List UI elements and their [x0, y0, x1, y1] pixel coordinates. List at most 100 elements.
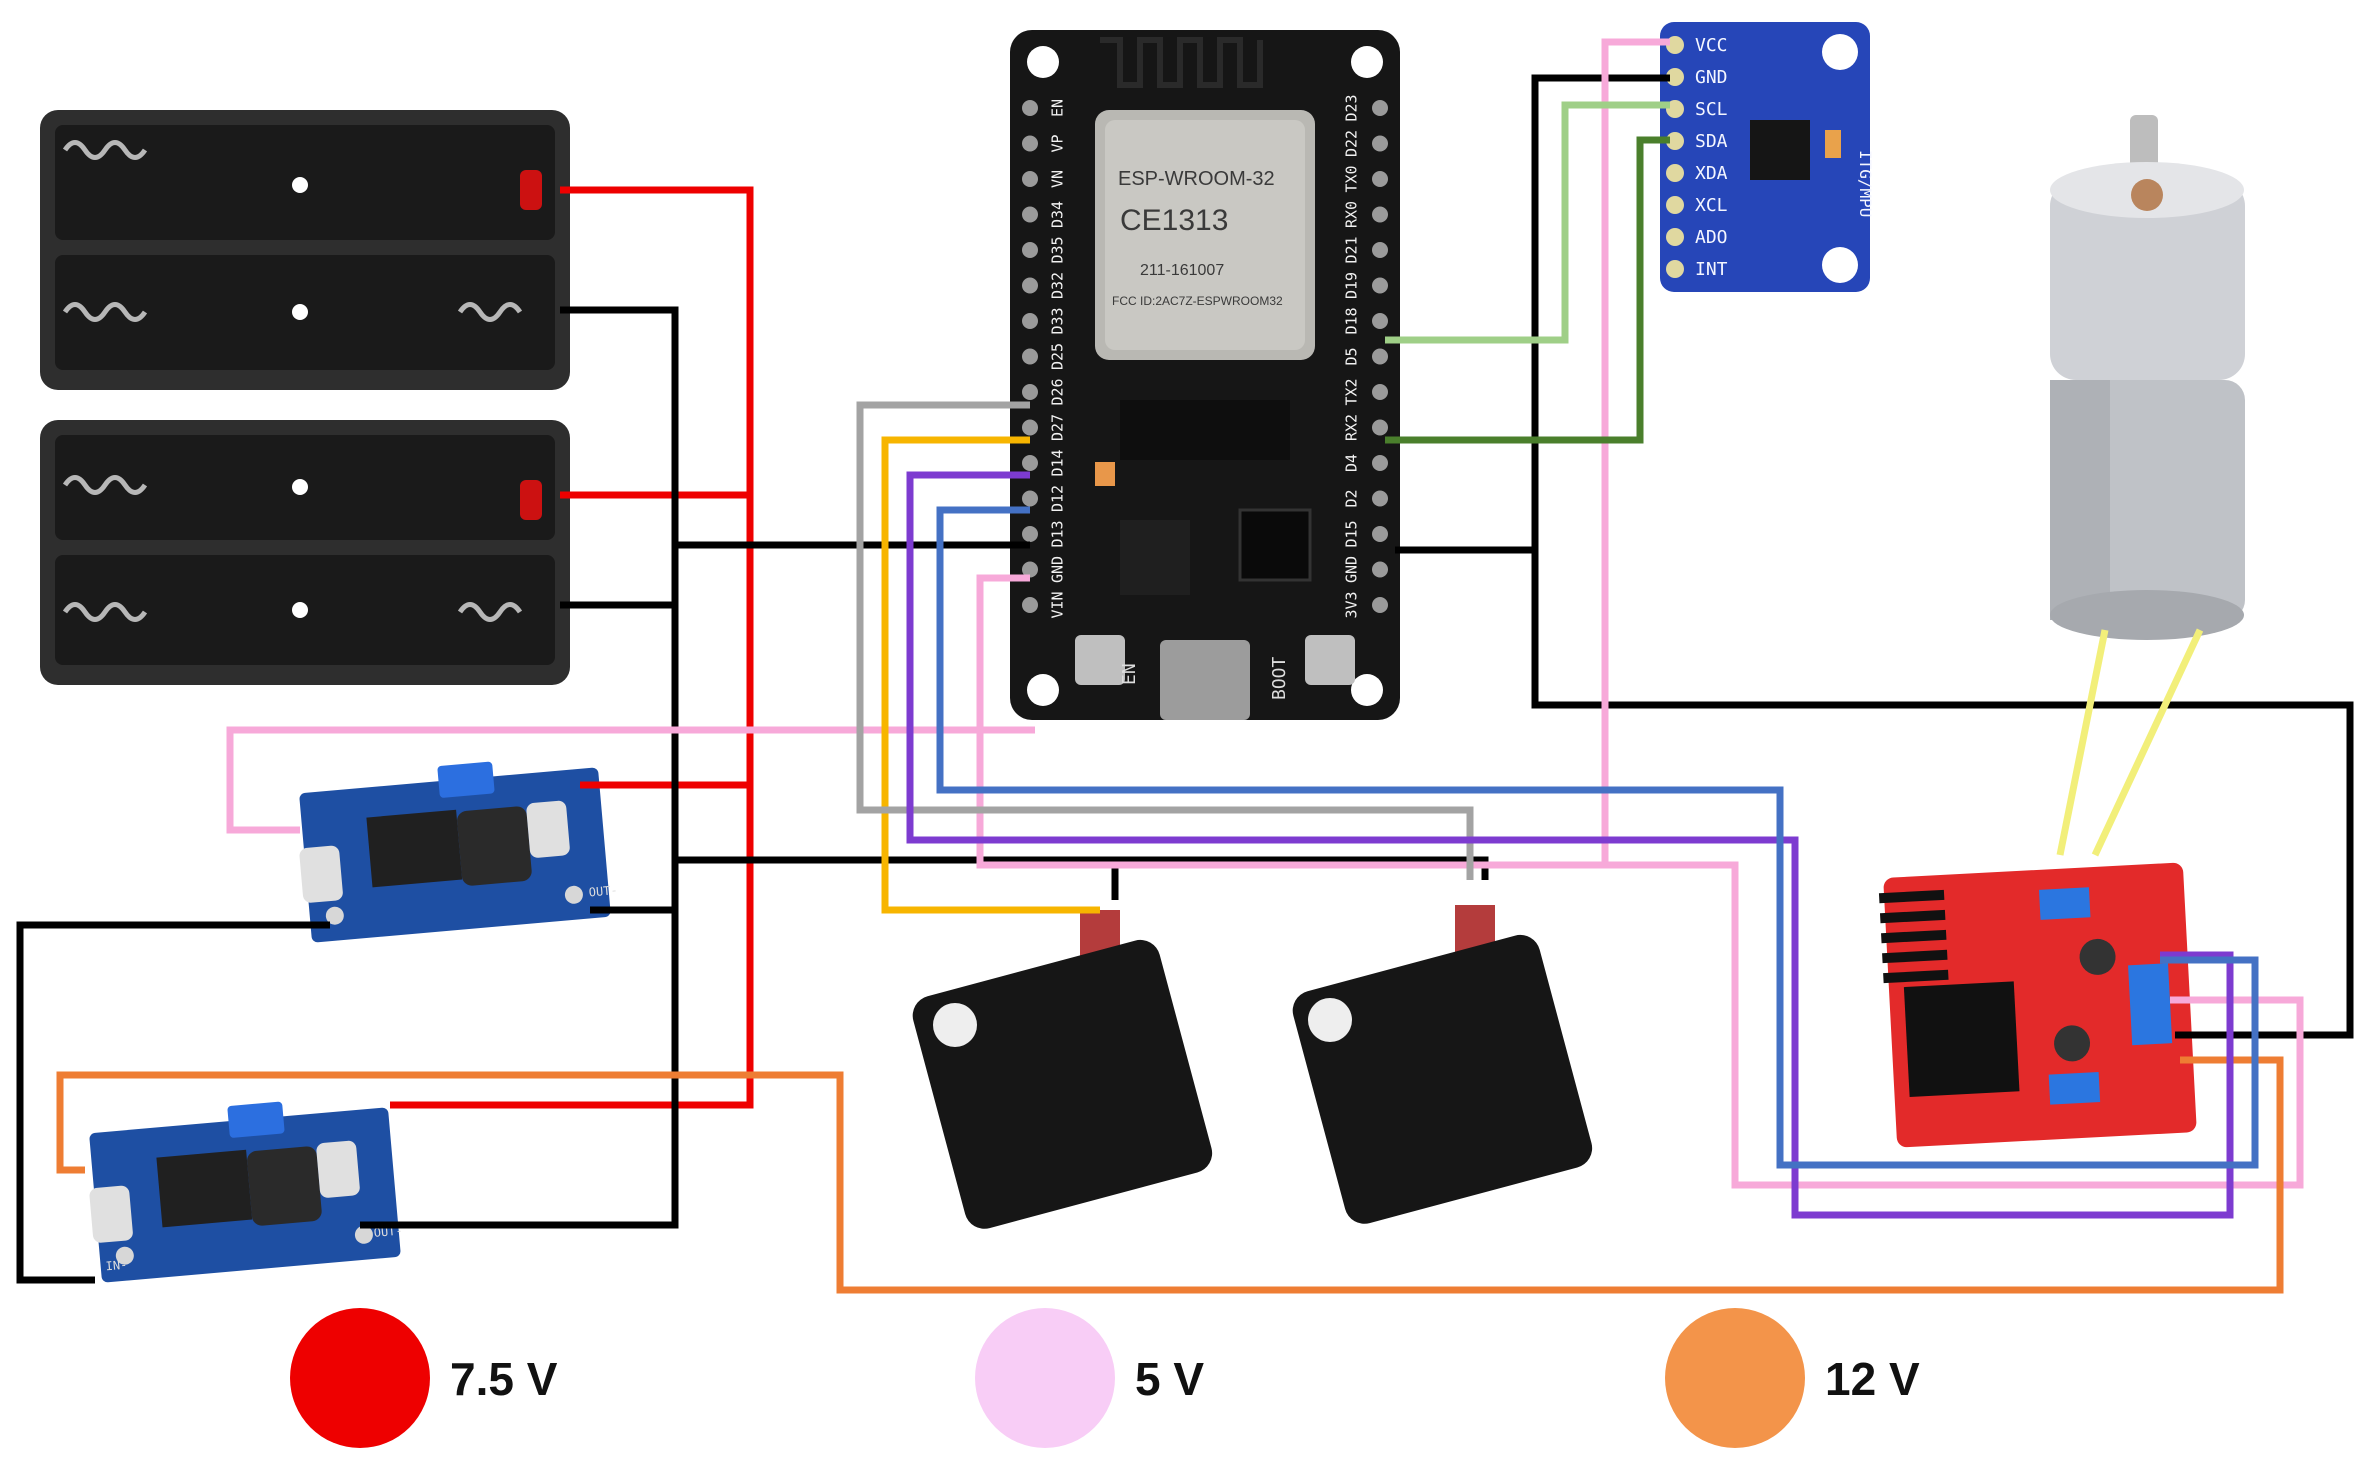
buck-converter-2: IN- OUT-	[89, 1101, 403, 1283]
mpu-pin-label: XDA	[1695, 163, 1728, 184]
esp32-pin-label: D18	[1343, 307, 1361, 334]
esp32-pin-label: D13	[1049, 520, 1067, 547]
esp32-pin-label: 3V3	[1343, 591, 1361, 618]
fcc-id: FCC ID:2AC7Z-ESPWROOM32	[1112, 294, 1283, 308]
wire-motor-a	[2056, 629, 2109, 856]
esp32-pin-label: D2	[1343, 489, 1361, 507]
esp32-pin-hole	[1022, 526, 1038, 542]
esp32-pin-label: D5	[1343, 347, 1361, 365]
esp32-pin-hole	[1372, 135, 1388, 152]
esp32-pin-hole	[1372, 348, 1388, 365]
esp32-right-pin-header: D23D22TX0RX0D21D19D18D5TX2RX2D4D2D15GND3…	[1343, 94, 1388, 619]
legend-label-5v: 5 V	[1135, 1353, 1204, 1405]
wire-ground-battery1	[360, 306, 679, 1229]
wire-ground-mpu-esp-l298n	[1395, 74, 2354, 1039]
esp32-pin-hole	[1022, 455, 1038, 471]
esp32-pin-label: D22	[1343, 130, 1361, 157]
mpu-pin-hole	[1666, 68, 1684, 86]
voltage-legend: 7.5 V 5 V 12 V	[290, 1308, 1920, 1448]
esp32-pin-label: EN	[1049, 99, 1067, 117]
esp32-pin-label: D23	[1343, 94, 1361, 121]
buck1-out-label: OUT-	[588, 883, 618, 899]
esp32-pin-label: RX0	[1343, 201, 1361, 228]
servo-motor-2	[1292, 905, 1593, 1224]
wire-d12-l298n	[906, 471, 2234, 1219]
esp32-pin-label: VP	[1049, 134, 1067, 152]
esp32-pin-hole	[1022, 135, 1038, 152]
esp32-pin-label: VN	[1049, 170, 1067, 188]
servo-motor-1	[912, 910, 1213, 1229]
mpu-pin-hole	[1666, 132, 1684, 150]
esp32-pin-hole	[1372, 242, 1388, 258]
esp32-pin-label: TX2	[1343, 378, 1361, 405]
esp32-pin-hole	[1022, 313, 1038, 329]
wire-sda	[1385, 136, 1670, 444]
esp32-pin-hole	[1372, 171, 1388, 187]
mpu-pin-label: XCL	[1695, 195, 1728, 216]
esp32-pin-label: GND	[1343, 556, 1361, 583]
esp32-pin-hole	[1372, 100, 1388, 116]
esp32-pin-hole	[1022, 100, 1038, 116]
esp32-pin-label: D25	[1049, 343, 1067, 370]
mpu-side-label: ITG/MPU	[1856, 150, 1875, 217]
mpu-pin-hole	[1666, 164, 1684, 182]
esp32-pin-label: D27	[1049, 414, 1067, 441]
esp32-pin-hole	[1372, 490, 1388, 507]
mpu-pin-hole	[1666, 228, 1684, 246]
mpu-pin-label: SDA	[1695, 131, 1728, 152]
esp32-pin-hole	[1022, 490, 1038, 507]
esp32-pin-hole	[1372, 277, 1388, 294]
esp32-pin-label: D34	[1049, 201, 1067, 228]
mpu-pin-hole	[1666, 196, 1684, 214]
wire-7v5-battery1	[390, 186, 754, 1109]
dc-gear-motor	[2050, 115, 2245, 640]
esp32-pin-hole	[1022, 419, 1038, 436]
wire-5v-buck-out	[226, 726, 1035, 834]
legend-label-12v: 12 V	[1825, 1353, 1920, 1405]
esp32-pin-label: D26	[1049, 378, 1067, 405]
btn-en-label: EN	[1119, 663, 1140, 685]
legend-dot-5v	[975, 1308, 1115, 1448]
legend-dot-12v	[1665, 1308, 1805, 1448]
esp32-pin-label: D32	[1049, 272, 1067, 299]
mpu-pin-hole	[1666, 100, 1684, 118]
esp32-pin-hole	[1372, 561, 1388, 578]
mpu-pin-hole	[1666, 36, 1684, 54]
battery-holder-2	[40, 420, 570, 685]
mpu-pin-label: VCC	[1695, 35, 1728, 56]
esp32-pin-label: GND	[1049, 556, 1067, 583]
legend-label-7v5: 7.5 V	[450, 1353, 558, 1405]
mpu-pin-hole	[1666, 260, 1684, 278]
cert-mark: CE1313	[1120, 204, 1228, 237]
wire-layer	[16, 38, 2354, 1294]
esp32-pin-label: D19	[1343, 272, 1361, 299]
buck-converter-1: OUT-	[299, 761, 618, 943]
esp32-pin-label: D35	[1049, 236, 1067, 263]
battery-holder-1	[40, 110, 570, 390]
wire-d27-servo2	[856, 401, 1474, 880]
esp32-pin-hole	[1372, 455, 1388, 471]
esp32-pin-hole	[1022, 242, 1038, 258]
wire-5v-mpu-vcc	[1601, 38, 1670, 865]
esp32-pin-hole	[1022, 171, 1038, 187]
esp32-pin-hole	[1372, 419, 1388, 436]
esp32-pin-label: RX2	[1343, 414, 1361, 441]
esp32-pin-label: TX0	[1343, 165, 1361, 192]
esp32-pin-hole	[1022, 348, 1038, 365]
wire-d13-l298n	[936, 506, 2259, 1169]
esp32-left-pin-header: ENVPVND34D35D32D33D25D26D27D14D12D13GNDV…	[1022, 99, 1067, 619]
esp32-pin-label: VIN	[1049, 591, 1067, 618]
esp32-board: ESP-WROOM-32 CE1313 211-161007 FCC ID:2A…	[1010, 30, 1400, 720]
esp32-pin-hole	[1372, 597, 1388, 613]
esp32-pin-hole	[1022, 561, 1038, 578]
wire-5v-vin	[976, 574, 2304, 1189]
legend-dot-7v5	[290, 1308, 430, 1448]
l298n-driver	[1878, 862, 2197, 1148]
mpu-pin-label: SCL	[1695, 99, 1728, 120]
mpu-pin-label: GND	[1695, 67, 1728, 88]
wire-scl	[1385, 101, 1670, 344]
wire-motor-b	[2091, 628, 2204, 857]
